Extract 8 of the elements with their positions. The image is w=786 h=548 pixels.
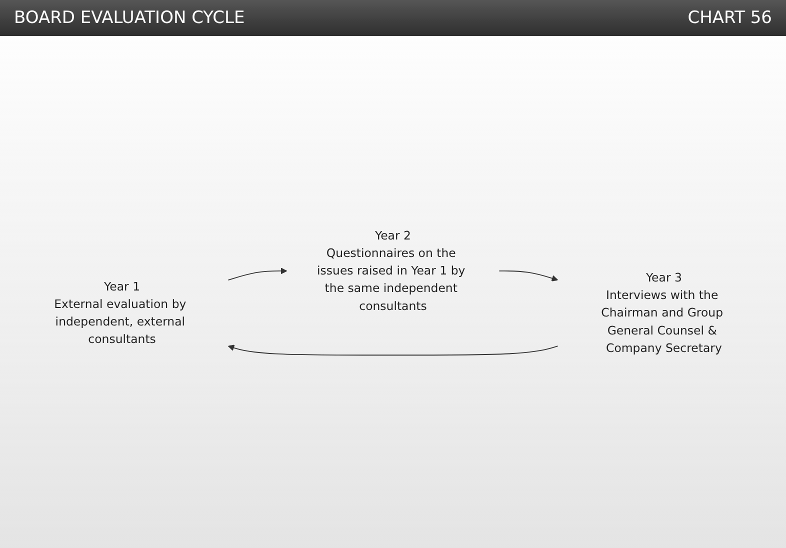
chart-number: CHART 56	[688, 8, 772, 28]
arrow	[228, 344, 558, 356]
node-text: Year 1 External evaluation by independent, external consultants	[54, 279, 186, 346]
node-text: Year 2 Questionnaires on the issues raised in Year 1 by the same independent consultants	[317, 228, 466, 313]
arrow	[498, 270, 558, 282]
arrow	[228, 268, 288, 281]
node-text: Year 3 Interviews with the Chairman and Group General Counsel & Company Secretary	[601, 270, 724, 355]
chart-title: BOARD EVALUATION CYCLE	[14, 8, 245, 28]
